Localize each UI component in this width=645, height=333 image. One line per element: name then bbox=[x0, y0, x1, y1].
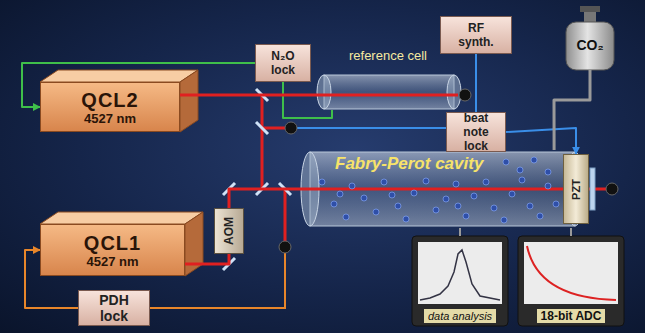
screen-label: 18-bit ADC bbox=[537, 309, 606, 323]
connector bbox=[570, 228, 572, 236]
cell-label: reference cell bbox=[349, 48, 427, 64]
laser-beam bbox=[261, 95, 264, 189]
piezo-label: PZT bbox=[570, 179, 583, 200]
cavity-label: Fabry-Perot cavity bbox=[335, 154, 483, 174]
spectrum-curve bbox=[420, 250, 500, 300]
laser-name: QCL2 bbox=[81, 89, 138, 111]
connector bbox=[180, 94, 318, 97]
gas-formula: CO₂ bbox=[576, 37, 603, 53]
laser-beam bbox=[284, 189, 287, 242]
screen-label: data analysis bbox=[424, 309, 496, 323]
laser-name: QCL1 bbox=[84, 232, 141, 254]
display-screen: 18-bit ADC bbox=[518, 236, 624, 326]
synth-box: RF synth. bbox=[440, 16, 512, 54]
cell-window bbox=[447, 75, 461, 109]
beam-splitters bbox=[223, 89, 291, 270]
laser-side-face bbox=[180, 70, 198, 132]
lock-name: PDH bbox=[99, 292, 129, 308]
cell-body bbox=[324, 75, 454, 109]
connector bbox=[229, 189, 305, 208]
screen-bezel bbox=[518, 236, 624, 326]
synth-label: RF synth. bbox=[453, 21, 499, 49]
laser-side-face bbox=[185, 212, 203, 276]
connector bbox=[554, 70, 590, 150]
laser-box: QCL24527 nm bbox=[40, 82, 180, 132]
cavity: Fabry-Perot cavityPZT bbox=[305, 150, 595, 228]
decay-curve bbox=[527, 246, 616, 300]
plot-area bbox=[418, 242, 502, 304]
laser-top-face bbox=[40, 70, 198, 82]
lock-label: beat note lock bbox=[450, 111, 502, 153]
laser-beam bbox=[262, 127, 285, 130]
connector bbox=[459, 228, 461, 236]
signal-wire bbox=[297, 127, 446, 129]
connector bbox=[475, 54, 477, 112]
wavelength-label: 4527 nm bbox=[86, 254, 138, 269]
lock-label: lock bbox=[271, 63, 295, 77]
wavelength-label: 4527 nm bbox=[84, 111, 136, 126]
screen-bezel bbox=[412, 236, 508, 326]
reference-cell: reference cell bbox=[318, 48, 458, 110]
lock-box: N₂Olock bbox=[255, 44, 311, 82]
laser-box: QCL14527 nm bbox=[40, 224, 185, 276]
modulator-label: AOM bbox=[222, 217, 236, 245]
lock-box: PDHlock bbox=[78, 290, 150, 326]
gas-valve bbox=[580, 6, 600, 12]
connector bbox=[185, 254, 229, 264]
laser-beam bbox=[318, 94, 458, 97]
lock-label: lock bbox=[100, 308, 128, 324]
connector bbox=[283, 82, 332, 118]
modulator-box: AOM bbox=[214, 208, 244, 254]
piezo-ring: PZT bbox=[563, 154, 589, 224]
gas-formula: N₂O bbox=[271, 49, 294, 63]
photodetectors bbox=[279, 89, 618, 253]
connector bbox=[506, 128, 576, 154]
lock-box: beat note lock bbox=[446, 112, 506, 152]
cavity-mirror bbox=[590, 168, 595, 210]
gas-bottle: CO₂ bbox=[562, 12, 618, 70]
gas-bottle-body bbox=[566, 22, 614, 70]
cell-window bbox=[317, 75, 331, 109]
laser-top-face bbox=[40, 212, 203, 224]
plot-area bbox=[524, 242, 618, 304]
display-screen: data analysis bbox=[412, 236, 508, 326]
